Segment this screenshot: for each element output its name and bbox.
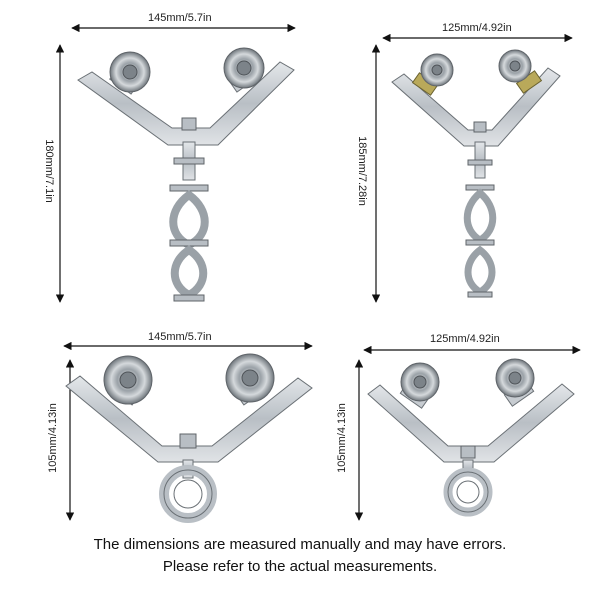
caption-line-1: The dimensions are measured manually and… — [93, 536, 507, 553]
panel2-width-label: 125mm/4.92in — [442, 22, 512, 34]
panel3-width-label: 145mm/5.7in — [148, 331, 212, 343]
panel3-height-label: 105mm/4.13in — [46, 403, 59, 473]
bracket-eyebolt-small — [354, 345, 581, 521]
disclaimer-caption: The dimensions are measured manually and… — [0, 534, 600, 578]
bracket-hanger-small — [371, 33, 573, 303]
panel2-height-label: 185mm/7.28in — [355, 136, 368, 206]
caption-line-2: Please refer to the actual measurements. — [162, 558, 438, 575]
panel4-height-label: 105mm/4.13in — [335, 403, 348, 473]
bracket-eyebolt-large — [63, 341, 313, 523]
panel1-width-label: 145mm/5.7in — [148, 12, 212, 24]
panel4-width-label: 125mm/4.92in — [430, 333, 500, 345]
bracket-hanger-large — [55, 23, 296, 303]
panel1-height-label: 180mm/7.1in — [42, 139, 55, 203]
